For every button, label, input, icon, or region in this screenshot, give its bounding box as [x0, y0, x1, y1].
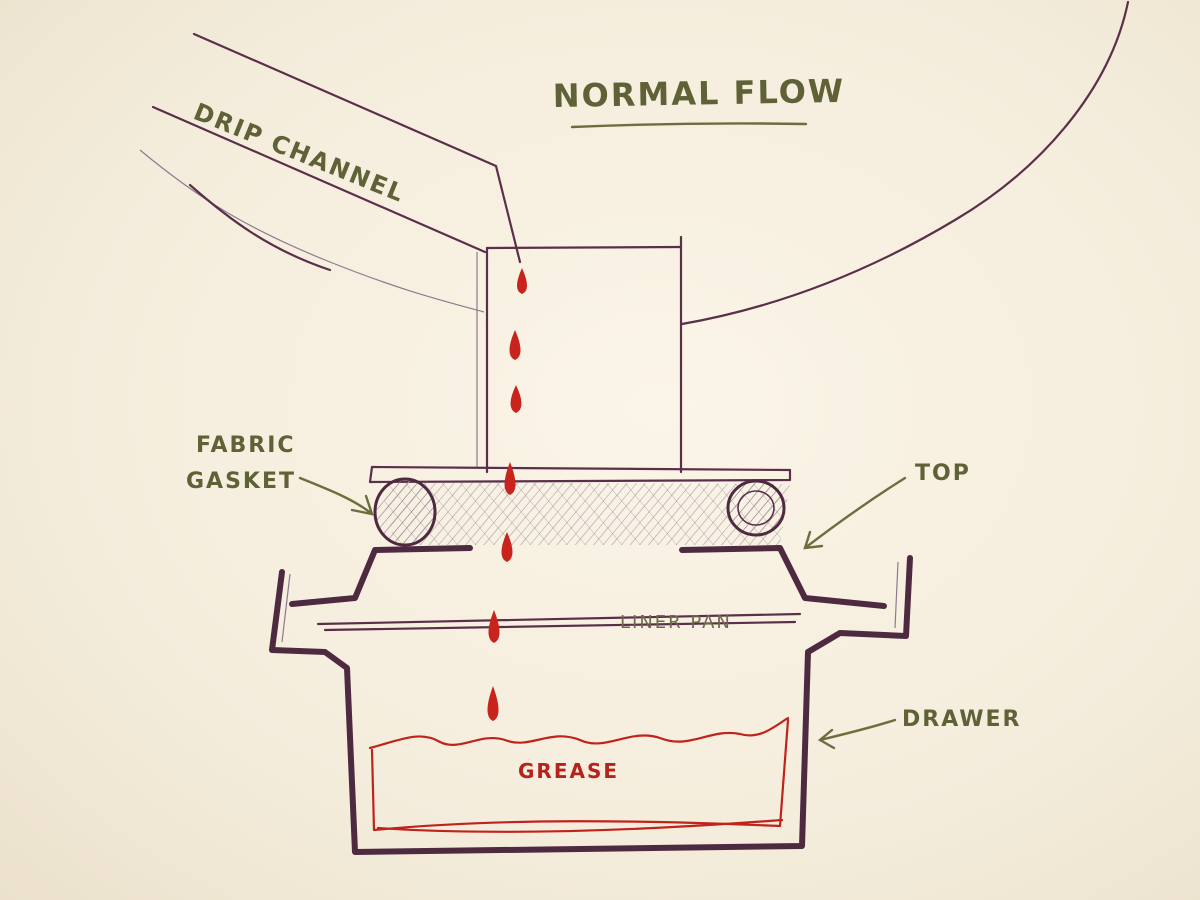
gasket-roll-left: [373, 477, 437, 547]
fabric-gasket-label-line1: FABRIC: [196, 433, 296, 458]
drawer-body: [269, 555, 913, 855]
grease-drop: [501, 532, 513, 562]
drawer-label: DRAWER: [902, 707, 1021, 732]
fabric-gasket: [373, 477, 790, 547]
title-underline: [570, 122, 808, 129]
liner-pan-label: LINER PAN: [620, 612, 732, 633]
grease-drop: [509, 330, 521, 360]
grease-drop: [510, 385, 522, 413]
chute: [476, 235, 683, 474]
grease-drop: [488, 610, 500, 643]
top-lid: [289, 545, 887, 609]
fabric-gasket-label-line2: GASKET: [186, 469, 296, 494]
grease-drop: [487, 686, 499, 721]
top-label: TOP: [915, 461, 971, 486]
hood-outline: [680, 0, 1130, 326]
title-group: NORMAL FLOW: [552, 72, 845, 129]
top-plate: [368, 465, 792, 484]
grease-drop: [517, 268, 527, 294]
liner-pan: [316, 612, 802, 632]
grease-pool: [368, 716, 790, 833]
grease-drops: [487, 268, 527, 721]
fabric-gasket-arrow: [298, 476, 374, 516]
grease-drop: [504, 462, 516, 495]
drawer-arrow: [817, 718, 897, 750]
gasket-roll-right: [726, 479, 786, 537]
title-text: NORMAL FLOW: [552, 72, 845, 115]
top-arrow: [803, 476, 907, 550]
drip-channel: [139, 32, 522, 313]
grease-label: GREASE: [518, 759, 619, 783]
